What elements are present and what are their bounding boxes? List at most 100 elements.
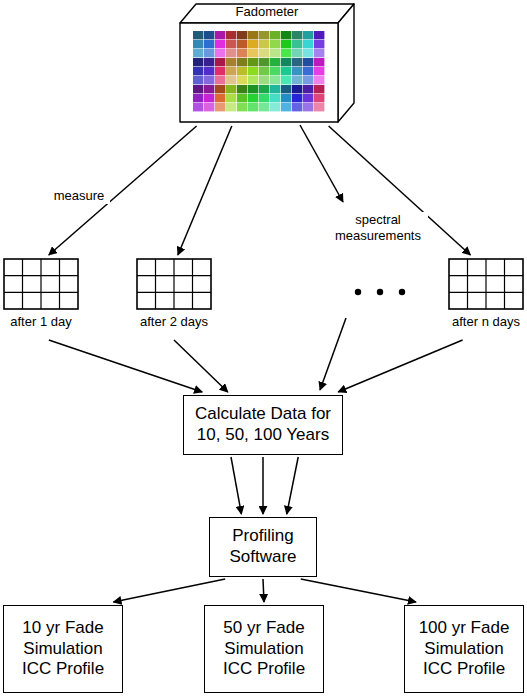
color-patch [314,85,324,93]
flow-arrow [262,457,264,514]
flow-arrow [174,340,228,392]
color-patch [314,76,324,84]
color-patch [292,85,302,93]
color-patch [204,103,214,111]
color-patch [303,67,313,75]
color-patch [226,85,236,93]
color-patch [215,67,225,75]
color-patch [281,94,291,102]
color-patch [314,58,324,66]
measurement-grid-shape [2,258,80,312]
flow-arrow [49,340,202,392]
color-patch [259,85,269,93]
color-patch [281,58,291,66]
color-patch [226,40,236,48]
grid-line [449,292,523,293]
ellipsis-dots [355,289,405,295]
color-patch [314,49,324,57]
color-patch [259,103,269,111]
grid-outline [449,259,523,309]
color-patch [259,58,269,66]
color-patch [237,67,247,75]
output-box: 10 yr Fade Simulation ICC Profile [3,605,123,693]
color-patch [303,85,313,93]
color-patch [270,67,280,75]
box-text: Profiling Software [215,526,311,567]
grid-line [40,259,41,309]
color-patch [270,94,280,102]
color-patch [314,67,324,75]
color-patch [259,67,269,75]
color-patch [292,103,302,111]
flow-arrow [263,579,264,602]
color-patch [237,49,247,57]
color-patch [215,40,225,48]
measurement-grid: after 1 day [2,258,80,338]
color-patch [248,85,258,93]
grid-line [155,259,156,309]
grid-line [137,292,211,293]
color-patch [193,103,203,111]
color-patch [226,58,236,66]
color-patch [204,85,214,93]
figure-label: Fadometer [179,5,355,20]
extra-arrows [300,125,346,390]
grid-outline [137,259,211,309]
color-patch [281,40,291,48]
grid-line [173,259,174,309]
color-patch [292,31,302,39]
step-label: measure [48,188,110,204]
grid-line [504,259,505,309]
color-patch [259,76,269,84]
color-patch [270,85,280,93]
dot [399,289,405,295]
arrow-line [300,125,343,202]
color-patch [259,49,269,57]
grid-line [59,259,60,309]
color-patch [281,76,291,84]
dot [377,289,383,295]
arrow-line [320,318,346,390]
color-patch [303,103,313,111]
color-patch [215,85,225,93]
grid-line [467,259,468,309]
flow-arrow [329,126,471,255]
flow-arrow [49,126,197,255]
box-text: 50 yr Fade Simulation ICC Profile [210,618,318,680]
color-chart [193,31,324,111]
color-patch [237,94,247,102]
color-patch [248,76,258,84]
color-patch [226,103,236,111]
color-patch [215,103,225,111]
color-patch [204,31,214,39]
color-patch [226,31,236,39]
color-patch [259,40,269,48]
color-patch [248,49,258,57]
color-patch [237,76,247,84]
fadometer-cube: Fadometer [179,2,355,124]
grid-line [192,259,193,309]
color-patch [204,76,214,84]
color-patch [292,40,302,48]
flow-arrow [301,579,416,602]
dot [355,289,361,295]
color-patch [270,31,280,39]
process-box: Calculate Data for 10, 50, 100 Years [183,395,343,455]
color-patch [226,67,236,75]
color-patch [193,67,203,75]
color-patch [193,31,203,39]
color-patch [204,49,214,57]
output-box: 50 yr Fade Simulation ICC Profile [204,605,324,693]
color-patch [215,58,225,66]
color-patch [303,58,313,66]
measurement-grid-shape [447,258,525,312]
color-patch [281,49,291,57]
color-patch [237,85,247,93]
color-patch [237,40,247,48]
flow-arrow [287,457,298,514]
box-text: 10 yr Fade Simulation ICC Profile [9,618,117,680]
color-patch [303,94,313,102]
color-patch [215,31,225,39]
color-patch [237,103,247,111]
